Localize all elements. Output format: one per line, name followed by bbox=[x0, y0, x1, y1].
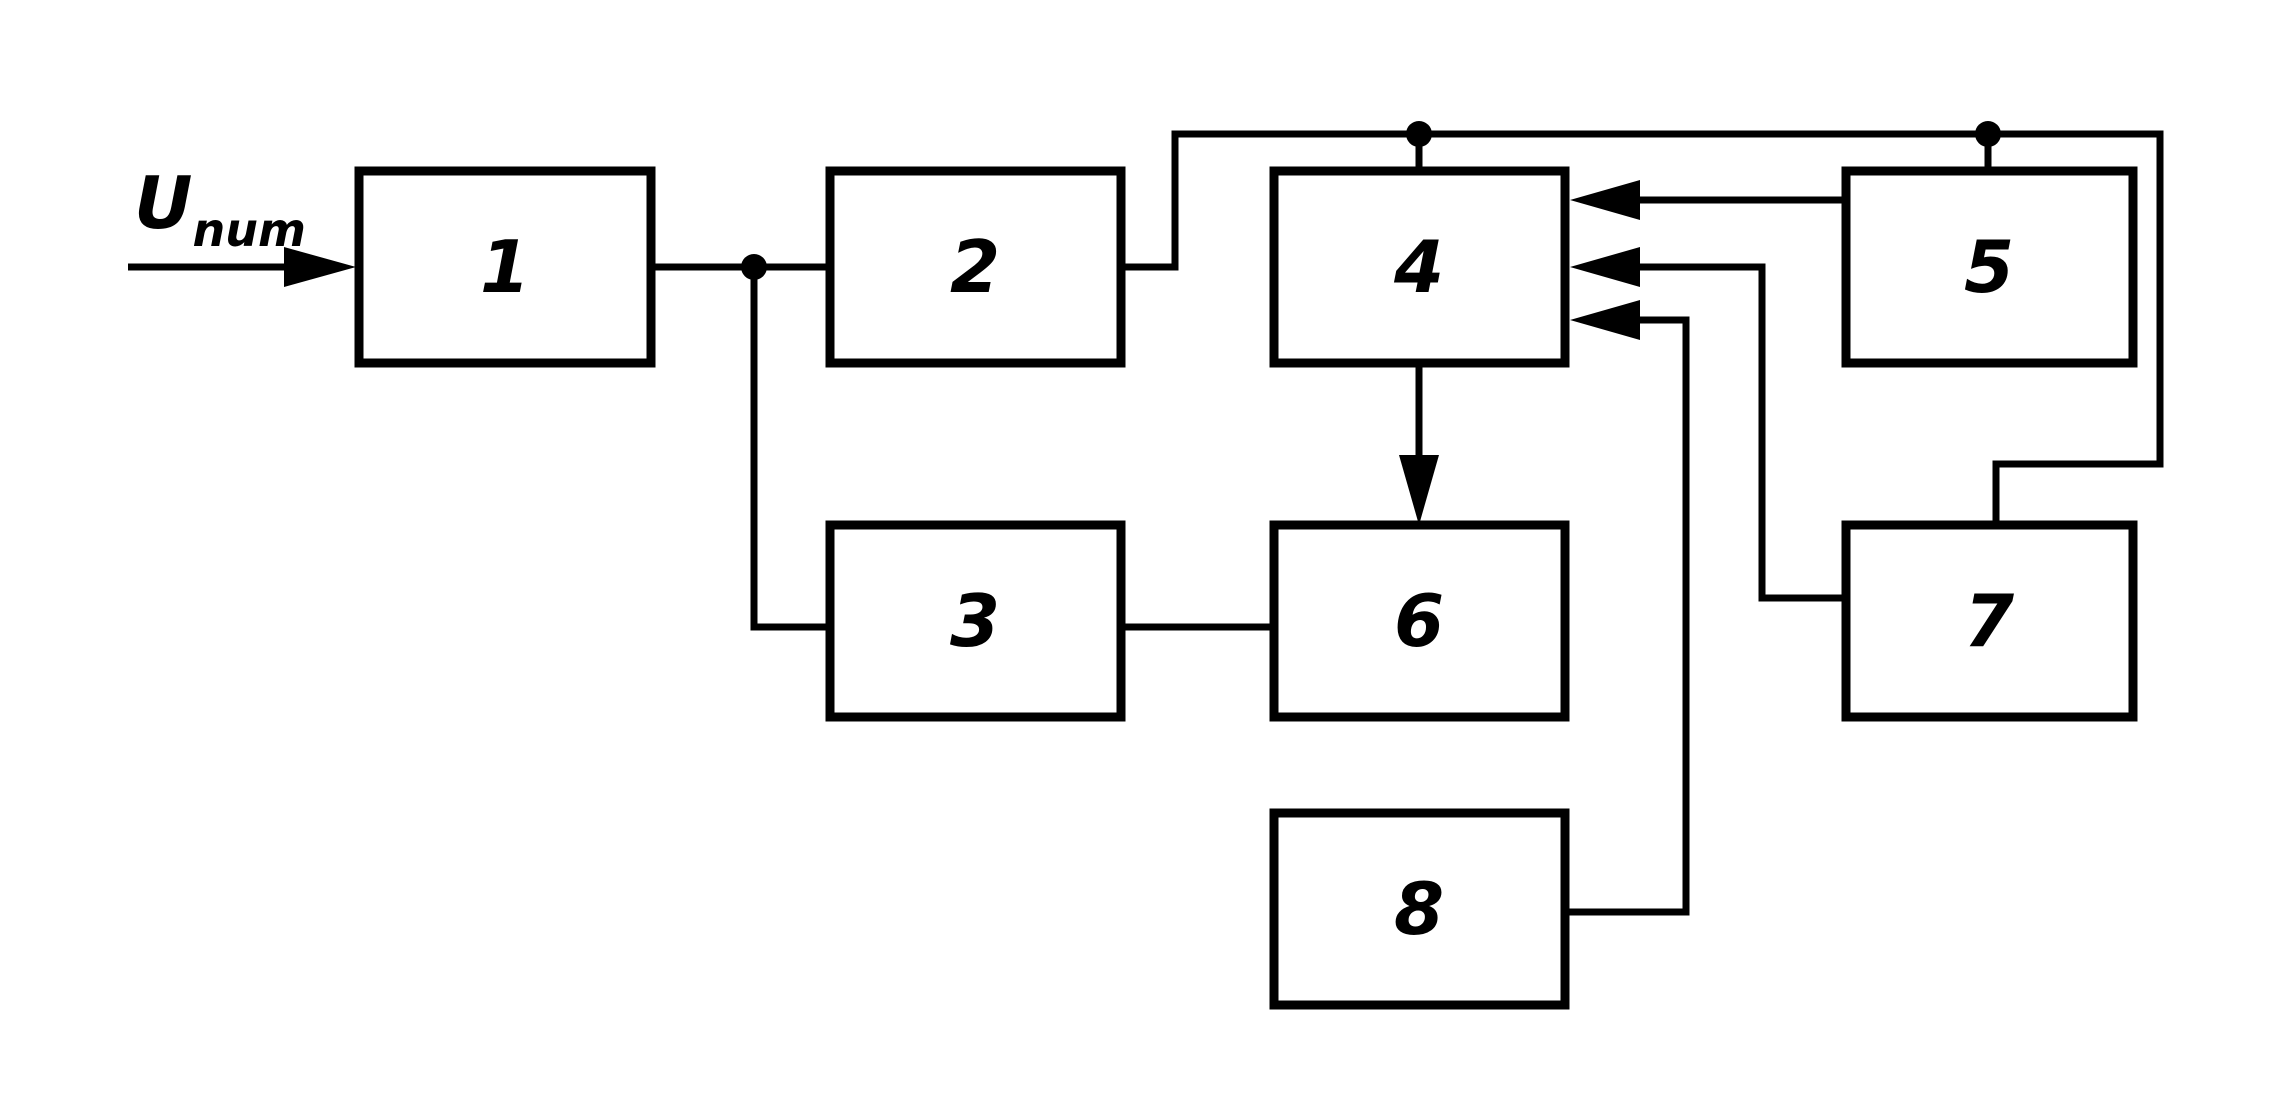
block-3: 3 bbox=[825, 520, 1126, 722]
junction-1-2-3 bbox=[741, 254, 767, 280]
junction-bus-5 bbox=[1975, 121, 2001, 147]
block-5: 5 bbox=[1841, 166, 2138, 368]
block-1: 1 bbox=[354, 166, 656, 368]
arrow-8-to-4 bbox=[1570, 300, 1640, 340]
arrow-4-to-6 bbox=[1399, 455, 1439, 525]
block-4: 4 bbox=[1269, 166, 1570, 368]
block-7-label: 7 bbox=[1964, 579, 2014, 663]
block-2-label: 2 bbox=[950, 225, 1000, 309]
junction-bus-4 bbox=[1406, 121, 1432, 147]
block-2: 2 bbox=[825, 166, 1126, 368]
arrow-7-to-4 bbox=[1570, 247, 1640, 287]
block-8-label: 8 bbox=[1394, 867, 1444, 951]
block-6-label: 6 bbox=[1394, 579, 1444, 663]
block-1-label: 1 bbox=[480, 225, 530, 309]
wire-7-to-4 bbox=[1620, 263, 1846, 602]
block-3-label: 3 bbox=[950, 579, 1000, 663]
block-5-label: 5 bbox=[1964, 225, 2014, 309]
arrow-input-to-1 bbox=[284, 247, 356, 287]
input-signal-subscript: num bbox=[192, 203, 305, 257]
wire-1-to-3 bbox=[750, 267, 830, 631]
block-4-label: 4 bbox=[1393, 225, 1444, 309]
input-signal-symbol: U bbox=[134, 161, 192, 245]
wire-8-to-4 bbox=[1565, 316, 1690, 916]
junctions bbox=[741, 121, 2001, 280]
arrow-5-to-4 bbox=[1570, 180, 1640, 220]
wire-2-bus-to-7 bbox=[1121, 130, 2164, 527]
input-signal-label: Unum bbox=[134, 161, 306, 257]
block-8: 8 bbox=[1269, 808, 1570, 1010]
arrowheads bbox=[284, 180, 1640, 525]
block-6: 6 bbox=[1269, 520, 1570, 722]
block-7: 7 bbox=[1841, 520, 2138, 722]
